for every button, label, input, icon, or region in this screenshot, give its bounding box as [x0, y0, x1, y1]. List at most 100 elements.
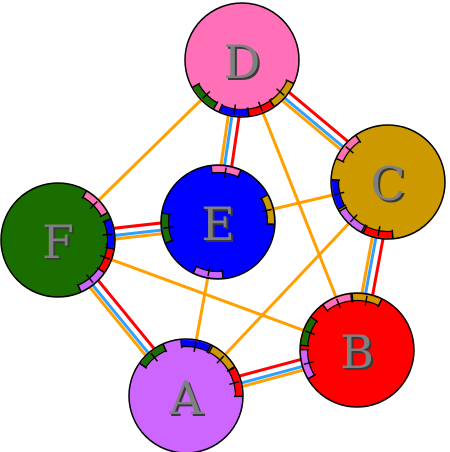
- port-tick: [81, 190, 88, 199]
- node-label-shadow: B: [342, 327, 376, 381]
- node-circle: [330, 124, 446, 240]
- node-circle: [160, 164, 276, 280]
- node-label: F: [42, 215, 74, 269]
- port-tick: [259, 193, 269, 200]
- port-tick: [138, 362, 148, 369]
- node-label-shadow: C: [372, 159, 407, 213]
- node-label-shadow: D: [226, 37, 263, 91]
- port-tick-center: [229, 380, 240, 386]
- port-tick: [161, 212, 171, 216]
- port-C-D: [335, 134, 362, 163]
- port-tick-center: [303, 360, 314, 366]
- port-tick: [268, 99, 276, 108]
- node-C[interactable]: CC: [330, 124, 446, 240]
- port-A-B: [226, 366, 244, 398]
- port-tick-center: [276, 88, 285, 96]
- port-tick-center: [377, 226, 381, 237]
- port-tick: [180, 339, 183, 349]
- node-label-shadow: A: [170, 373, 205, 427]
- port-tick-center: [223, 167, 227, 178]
- port-tick: [338, 206, 348, 213]
- port-tick: [162, 343, 168, 353]
- port-tick: [310, 316, 319, 323]
- port-tick-center: [336, 298, 342, 309]
- port-F-D: [81, 190, 109, 218]
- node-A[interactable]: AA: [128, 338, 244, 452]
- port-tick-center: [233, 104, 237, 115]
- port-tick: [191, 82, 201, 89]
- port-tick-center: [216, 355, 225, 364]
- port-tick: [99, 211, 109, 218]
- port-A-E: [180, 339, 212, 354]
- port-tick-center: [163, 226, 174, 229]
- port-tick: [226, 366, 236, 373]
- port-tick: [210, 165, 213, 175]
- node-label: A: [168, 371, 203, 425]
- node-label-shadow: E: [203, 199, 237, 253]
- port-B-F: [300, 316, 319, 347]
- port-tick: [337, 204, 347, 211]
- node-label-shadow: F: [44, 217, 76, 271]
- port-tick: [391, 229, 394, 239]
- node-circle: [0, 182, 116, 298]
- port-tick: [362, 224, 368, 234]
- port-D-F: [191, 82, 219, 110]
- port-tick-center: [261, 208, 272, 213]
- port-tick: [335, 157, 345, 163]
- port-tick: [221, 269, 224, 279]
- port-tick-center: [364, 295, 368, 306]
- node-D[interactable]: DD: [184, 2, 300, 118]
- port-tick: [105, 246, 115, 250]
- port-tick: [236, 169, 242, 179]
- port-E-A: [192, 264, 224, 279]
- port-tick: [212, 101, 219, 110]
- node-B[interactable]: BB: [299, 292, 415, 408]
- port-F-A: [76, 267, 106, 293]
- port-tick: [307, 373, 317, 380]
- port-tick: [164, 239, 174, 244]
- port-C-B: [362, 224, 394, 239]
- port-E-D: [210, 165, 242, 179]
- port-B-A: [299, 348, 317, 380]
- port-D-E: [218, 103, 250, 117]
- port-tick-center: [305, 330, 316, 336]
- port-tick-center: [150, 353, 159, 362]
- port-tick-center: [85, 274, 94, 283]
- port-tick: [377, 298, 383, 308]
- port-tick: [96, 267, 106, 274]
- port-tick: [192, 264, 198, 274]
- port-tick: [351, 293, 354, 303]
- port-D-C: [268, 79, 295, 108]
- port-tick-center: [349, 214, 358, 223]
- node-E[interactable]: EE: [160, 164, 276, 280]
- port-tick-center: [102, 233, 113, 236]
- port-tick: [218, 103, 224, 113]
- port-tick: [300, 344, 310, 347]
- port-tick: [102, 218, 112, 223]
- node-label: D: [224, 35, 261, 89]
- port-tick: [322, 304, 329, 313]
- port-tick: [285, 79, 295, 85]
- port-tick: [350, 293, 353, 303]
- port-tick-center: [99, 254, 110, 260]
- port-E-C: [259, 193, 275, 225]
- port-A-F: [138, 343, 168, 369]
- port-B-D: [322, 293, 353, 313]
- port-B-C: [351, 293, 383, 308]
- port-tick-center: [89, 201, 98, 210]
- port-C-E: [331, 179, 347, 211]
- port-tick: [247, 107, 250, 117]
- port-tick-center: [193, 341, 197, 352]
- node-label: C: [370, 157, 405, 211]
- port-tick-center: [257, 101, 263, 112]
- node-label: B: [340, 325, 374, 379]
- port-tick-center: [345, 146, 354, 154]
- port-tick-center: [202, 90, 211, 99]
- node-label: E: [201, 197, 235, 251]
- node-F[interactable]: FF: [0, 182, 116, 298]
- port-C-A: [338, 206, 367, 233]
- port-tick-center: [334, 191, 345, 196]
- port-tick-center: [207, 266, 211, 277]
- port-tick: [354, 134, 362, 143]
